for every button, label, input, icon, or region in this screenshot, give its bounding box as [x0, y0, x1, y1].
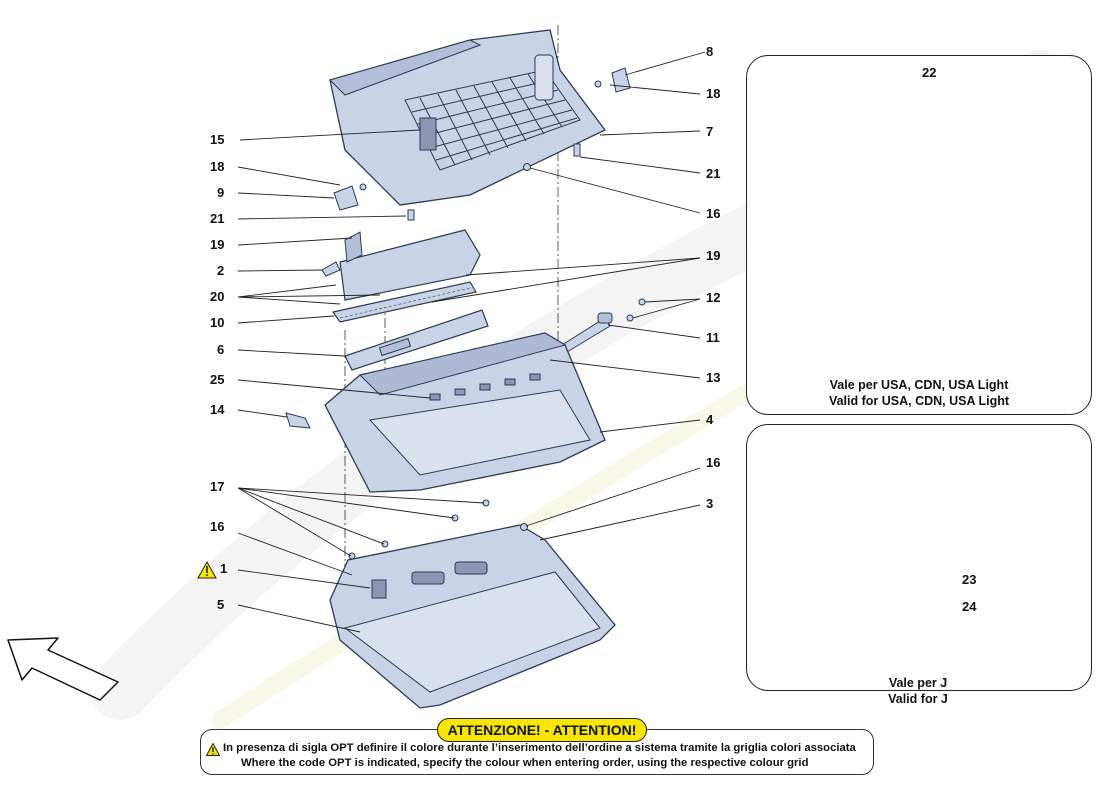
callout-10: 10 — [210, 315, 225, 330]
callout-18-left: 18 — [210, 159, 225, 174]
callout-11: 11 — [706, 330, 720, 345]
callout-16-left: 16 — [210, 519, 225, 534]
part-pin — [285, 412, 311, 429]
part-bar — [344, 309, 489, 371]
part-upper-shell — [329, 29, 606, 206]
callout-8: 8 — [706, 44, 714, 59]
warning-text-italian: In presenza di sigla OPT definire il col… — [223, 742, 856, 754]
leader-lines — [237, 51, 706, 633]
callout-21-left: 21 — [210, 211, 225, 226]
callout-23: 23 — [962, 572, 977, 587]
callout-4: 4 — [706, 412, 714, 427]
part-bracket — [321, 229, 481, 301]
inset-usa: Vale per USA, CDN, USA Light Valid for U… — [746, 55, 1092, 415]
callout-16-right: 16 — [706, 455, 721, 470]
direction-arrow-icon — [7, 637, 119, 701]
callout-14: 14 — [210, 402, 225, 417]
callout-9: 9 — [217, 185, 225, 200]
inset-japan — [746, 424, 1092, 691]
callout-19-left: 19 — [210, 237, 225, 252]
callout-13: 13 — [706, 370, 721, 385]
part-strip — [331, 281, 477, 323]
callout-12: 12 — [706, 290, 721, 305]
callout-21: 21 — [706, 166, 721, 181]
callout-19: 19 — [706, 248, 721, 263]
callout-16: 16 — [706, 206, 721, 221]
inset-japan-caption-it: Vale per J — [888, 676, 948, 690]
inset-usa-caption-en: Valid for USA, CDN, USA Light — [828, 394, 1010, 408]
callout-2: 2 — [217, 263, 225, 278]
warning-title: ATTENZIONE! - ATTENTION! — [437, 718, 647, 742]
callout-24: 24 — [962, 599, 977, 614]
warning-text-english: Where the code OPT is indicated, specify… — [241, 757, 809, 769]
callout-6: 6 — [217, 342, 225, 357]
callout-1: 1 — [220, 561, 228, 576]
callout-25: 25 — [210, 372, 225, 387]
part-door — [329, 499, 616, 709]
callout-20: 20 — [210, 289, 225, 304]
inset-usa-caption-it: Vale per USA, CDN, USA Light — [829, 378, 1009, 392]
callout-15: 15 — [210, 132, 225, 147]
part-bin — [324, 332, 606, 493]
callout-7: 7 — [706, 124, 714, 139]
inset-japan-caption-en: Valid for J — [888, 692, 948, 706]
callout-22: 22 — [922, 65, 937, 80]
warning-triangle-icon — [197, 560, 217, 579]
callout-17: 17 — [210, 479, 225, 494]
warning-triangle-icon — [206, 743, 220, 756]
guide-lines — [344, 25, 559, 590]
callout-18: 18 — [706, 86, 721, 101]
callout-5: 5 — [217, 597, 225, 612]
callout-3: 3 — [706, 496, 714, 511]
